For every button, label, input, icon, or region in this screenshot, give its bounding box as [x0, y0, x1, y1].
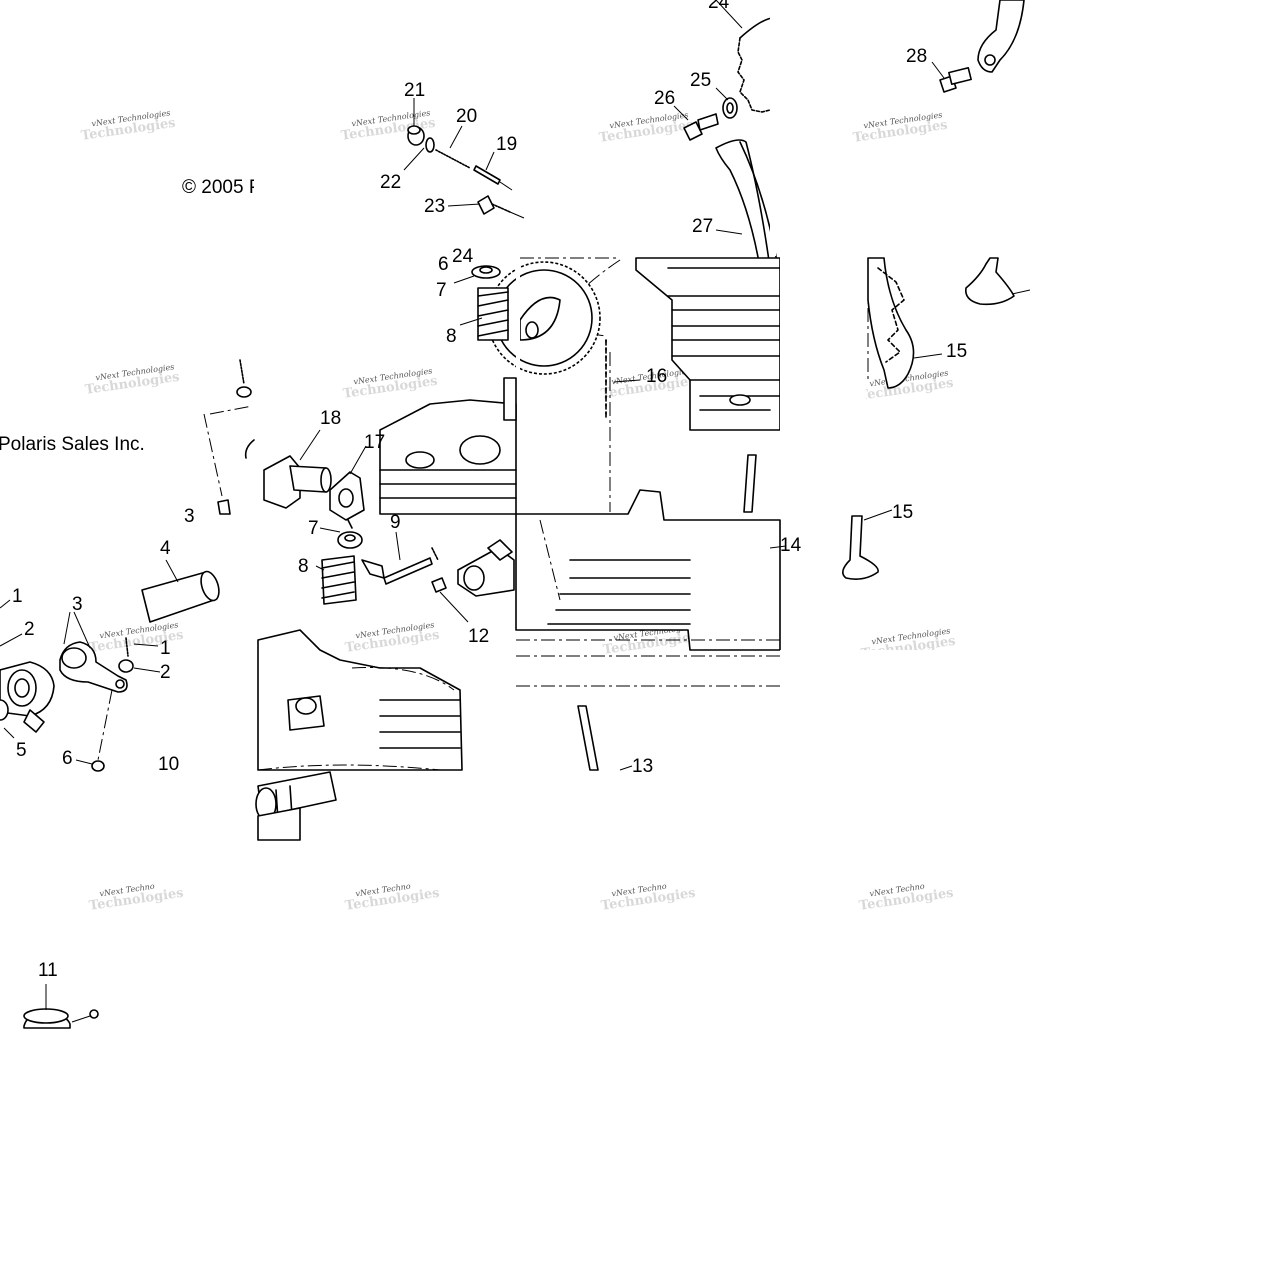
spring-20 — [435, 149, 471, 169]
callout-10: 10 — [158, 754, 179, 775]
spring-small-10 — [431, 547, 439, 561]
tensioner-18 — [244, 439, 332, 509]
retainer-6-top — [471, 265, 501, 279]
pin-12 — [431, 577, 469, 623]
callout-26: 26 — [654, 88, 675, 109]
copyright-text: © 2005 P — [182, 177, 262, 198]
rocker-arm-3 — [59, 641, 128, 693]
cam-sprocket-24 — [487, 258, 601, 514]
callout-7b: 7 — [308, 518, 319, 539]
callout-17: 17 — [364, 432, 385, 453]
retainer-7 — [337, 519, 363, 549]
callout-3b: 3 — [184, 506, 195, 527]
rocker-9 — [361, 557, 433, 585]
callout-27: 27 — [692, 216, 713, 237]
cap-6 — [91, 689, 113, 772]
callout-1b: 1 — [160, 638, 171, 659]
cylinder-head-right — [515, 489, 781, 771]
callout-3: 3 — [72, 594, 83, 615]
spring-8 — [321, 555, 357, 605]
bolt-26 — [683, 113, 719, 141]
camshaft — [255, 771, 337, 841]
rocker-arm-left — [0, 661, 55, 733]
pin-19 — [473, 165, 513, 191]
callout-23: 23 — [424, 196, 445, 217]
callout-20: 20 — [456, 106, 477, 127]
copyright-owner-text: Polaris Sales Inc. — [0, 434, 145, 455]
cylinder-head-left — [379, 377, 517, 515]
leader-lines — [0, 0, 945, 771]
callout-28: 28 — [906, 46, 927, 67]
cam-sprocket-top — [737, 17, 773, 113]
bolt-left-upper — [203, 359, 253, 497]
callout-7a: 7 — [436, 280, 447, 301]
callout-4: 4 — [160, 538, 171, 559]
callout-2b: 2 — [160, 662, 171, 683]
callout-24b: 24 — [452, 246, 474, 267]
tensioner-11 — [23, 984, 99, 1029]
spring-8-top — [477, 287, 509, 341]
bolt-28 — [939, 66, 972, 93]
callout-18: 18 — [320, 408, 341, 429]
callout-12: 12 — [468, 626, 489, 647]
callout-labels: 24 28 25 26 27 21 20 19 22 23 24 6 7 8 1… — [12, 0, 967, 981]
callout-1a: 1 — [12, 586, 23, 607]
tensioner-block — [457, 539, 515, 597]
bolt-left-lower — [217, 499, 231, 515]
chain-guide-27 — [715, 139, 779, 269]
oring-22 — [425, 137, 435, 153]
adjuster-1 — [125, 637, 129, 657]
cylinder-head-lower — [257, 629, 463, 771]
callout-6b: 6 — [62, 748, 73, 769]
valve-top — [964, 257, 1031, 306]
washer-25 — [722, 97, 738, 119]
callout-15b: 15 — [892, 502, 913, 523]
callout-9: 9 — [390, 512, 401, 533]
callout-5: 5 — [16, 740, 27, 761]
callout-15: 15 — [946, 341, 967, 362]
chain-guide-15 — [867, 257, 915, 389]
callout-11: 11 — [38, 960, 58, 981]
valve-bottom — [842, 515, 879, 580]
bolt-21 — [407, 125, 425, 146]
callout-8b: 8 — [298, 556, 309, 577]
locknut-2 — [118, 659, 134, 673]
callout-6a: 6 — [438, 254, 449, 275]
callout-25: 25 — [690, 70, 711, 91]
shaft-4 — [141, 570, 220, 623]
callout-16: 16 — [646, 366, 667, 387]
callout-13: 13 — [632, 756, 653, 777]
callout-8a: 8 — [446, 326, 457, 347]
bolt-23 — [477, 195, 525, 219]
callout-21: 21 — [404, 80, 425, 101]
gasket-17 — [329, 471, 365, 521]
chain-guide-arm — [977, 0, 1025, 73]
callout-24: 24 — [708, 0, 730, 13]
callout-14: 14 — [780, 535, 802, 556]
callout-2a: 2 — [24, 619, 35, 640]
callout-19: 19 — [496, 134, 517, 155]
callout-22: 22 — [380, 172, 401, 193]
